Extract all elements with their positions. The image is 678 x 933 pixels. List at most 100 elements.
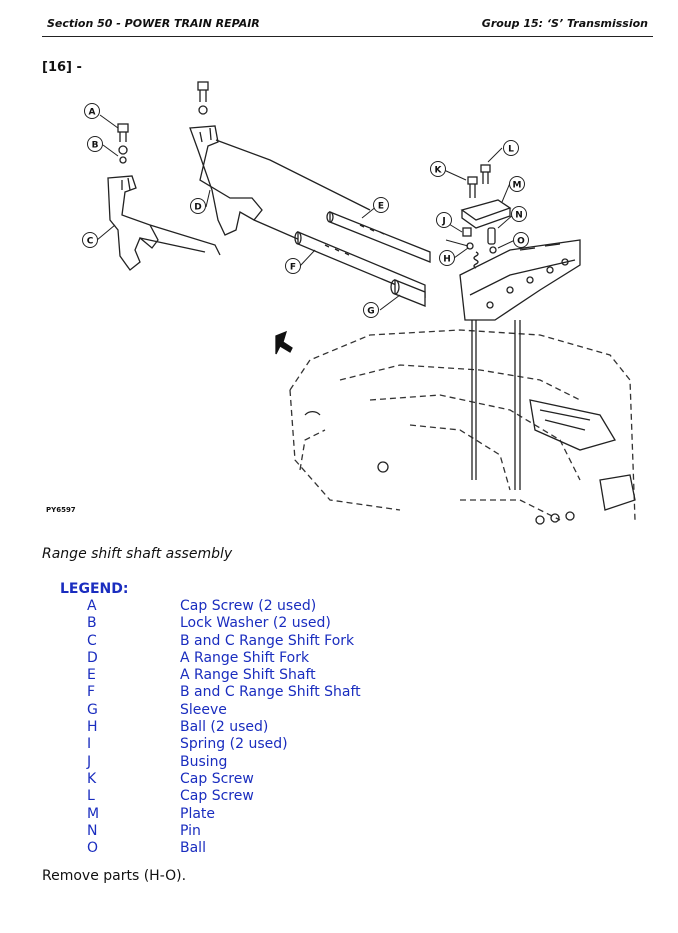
legend-value: A Range Shift Shaft [180, 667, 316, 684]
section-title: Section 50 - POWER TRAIN REPAIR [47, 17, 260, 30]
legend-value: A Range Shift Fork [180, 649, 310, 666]
legend-value: Pin [180, 822, 201, 839]
callout-b: B [87, 136, 103, 152]
svg-text:O: O [517, 237, 525, 247]
legend-key: D [87, 649, 98, 666]
legend-value: B and C Range Shift Shaft [180, 684, 361, 701]
legend-key: L [87, 788, 95, 805]
callout-d: D [190, 198, 206, 214]
ball-o [489, 246, 497, 254]
legend-key: N [87, 822, 98, 839]
legend-value: Ball [180, 840, 206, 857]
svg-text:N: N [515, 211, 523, 221]
legend-value: Cap Screw [180, 788, 254, 805]
svg-text:C: C [87, 237, 94, 247]
legend-item: K Cap Screw [60, 771, 500, 788]
legend-item: G Sleeve [60, 702, 500, 719]
control-rods [471, 305, 521, 490]
legend-value: Ball (2 used) [180, 719, 269, 736]
range-shift-shaft-illustration: A B C D E F G H J K L M N O PY6597 [46, 81, 636, 525]
legend-value: B and C Range Shift Fork [180, 632, 355, 649]
legend-value: Sleeve [180, 701, 227, 718]
callout-j: J [436, 212, 452, 228]
svg-text:A: A [89, 108, 96, 118]
callout-c: C [82, 232, 98, 248]
legend-item: D A Range Shift Fork [60, 650, 500, 667]
b-c-range-shift-fork [107, 175, 221, 271]
figure-caption: Range shift shaft assembly [42, 546, 233, 562]
legend-value: Plate [180, 805, 216, 822]
legend-key: C [87, 632, 97, 649]
step-number: [16] - [42, 60, 82, 75]
legend-item: O Ball [60, 840, 500, 857]
transmission-housing [289, 329, 636, 521]
leader-lines [96, 114, 516, 311]
legend-value: Busing [180, 753, 228, 770]
callout-e: E [373, 197, 389, 213]
legend-item: I Spring (2 used) [60, 736, 500, 753]
legend-item: M Plate [60, 806, 500, 823]
legend-item: J Busing [60, 754, 500, 771]
legend-key: G [87, 701, 98, 718]
legend-item: N Pin [60, 823, 500, 840]
legend-key: I [87, 736, 92, 753]
pin [487, 227, 496, 245]
legend-value: Cap Screw [180, 770, 254, 787]
legend-item: E A Range Shift Shaft [60, 667, 500, 684]
legend-key: H [87, 719, 98, 736]
legend-key: B [87, 615, 97, 632]
legend-value: Cap Screw (2 used) [180, 598, 317, 614]
instruction-text: Remove parts (H-O). [42, 868, 187, 884]
a-range-shift-shaft [326, 211, 431, 263]
legend-key: K [87, 770, 97, 787]
sleeve [390, 279, 426, 307]
callout-g: G [363, 302, 379, 318]
spring [473, 251, 479, 269]
svg-text:M: M [513, 181, 522, 191]
cap-screw-k [467, 176, 478, 198]
svg-text:K: K [435, 166, 443, 176]
svg-text:B: B [92, 141, 99, 151]
cap-screw-top [197, 81, 209, 115]
legend-key: F [87, 684, 96, 701]
legend-key: O [87, 840, 99, 857]
svg-text:L: L [508, 145, 514, 155]
callout-labels: A B C D E F G H J K L M N O [82, 103, 529, 318]
legend-item: H Ball (2 used) [60, 719, 500, 736]
callout-m: M [509, 176, 525, 192]
callout-l: L [503, 140, 519, 156]
cap-screw-l [480, 164, 491, 184]
cap-screw-a [117, 123, 129, 164]
callout-a: A [84, 103, 100, 119]
svg-text:H: H [443, 255, 451, 265]
legend-item: A Cap Screw (2 used) [60, 598, 500, 615]
legend-item: F B and C Range Shift Shaft [60, 684, 500, 701]
callout-f: F [285, 258, 301, 274]
a-range-shift-fork [189, 125, 371, 251]
svg-text:E: E [378, 202, 384, 212]
callout-h: H [439, 250, 455, 266]
legend-key: A [87, 598, 97, 614]
figure-code: PY6597 [46, 506, 76, 514]
svg-text:F: F [290, 263, 296, 273]
legend-title: LEGEND: [60, 581, 129, 597]
legend-value: Spring (2 used) [180, 736, 288, 753]
group-title: Group 15: ‘S’ Transmission [481, 17, 648, 30]
valve-body [459, 239, 581, 321]
svg-text:J: J [441, 217, 445, 227]
svg-text:G: G [367, 307, 374, 317]
svg-text:D: D [194, 203, 201, 213]
legend-key: J [87, 753, 92, 770]
busing [462, 227, 472, 237]
callout-k: K [430, 161, 446, 177]
housing-solid-details [304, 399, 636, 525]
callout-o: O [513, 232, 529, 248]
legend-item: L Cap Screw [60, 788, 500, 805]
legend-item: C B and C Range Shift Fork [60, 633, 500, 650]
legend-key: M [87, 805, 100, 822]
callout-n: N [511, 206, 527, 222]
plate [460, 199, 512, 229]
legend-key: E [87, 667, 96, 684]
